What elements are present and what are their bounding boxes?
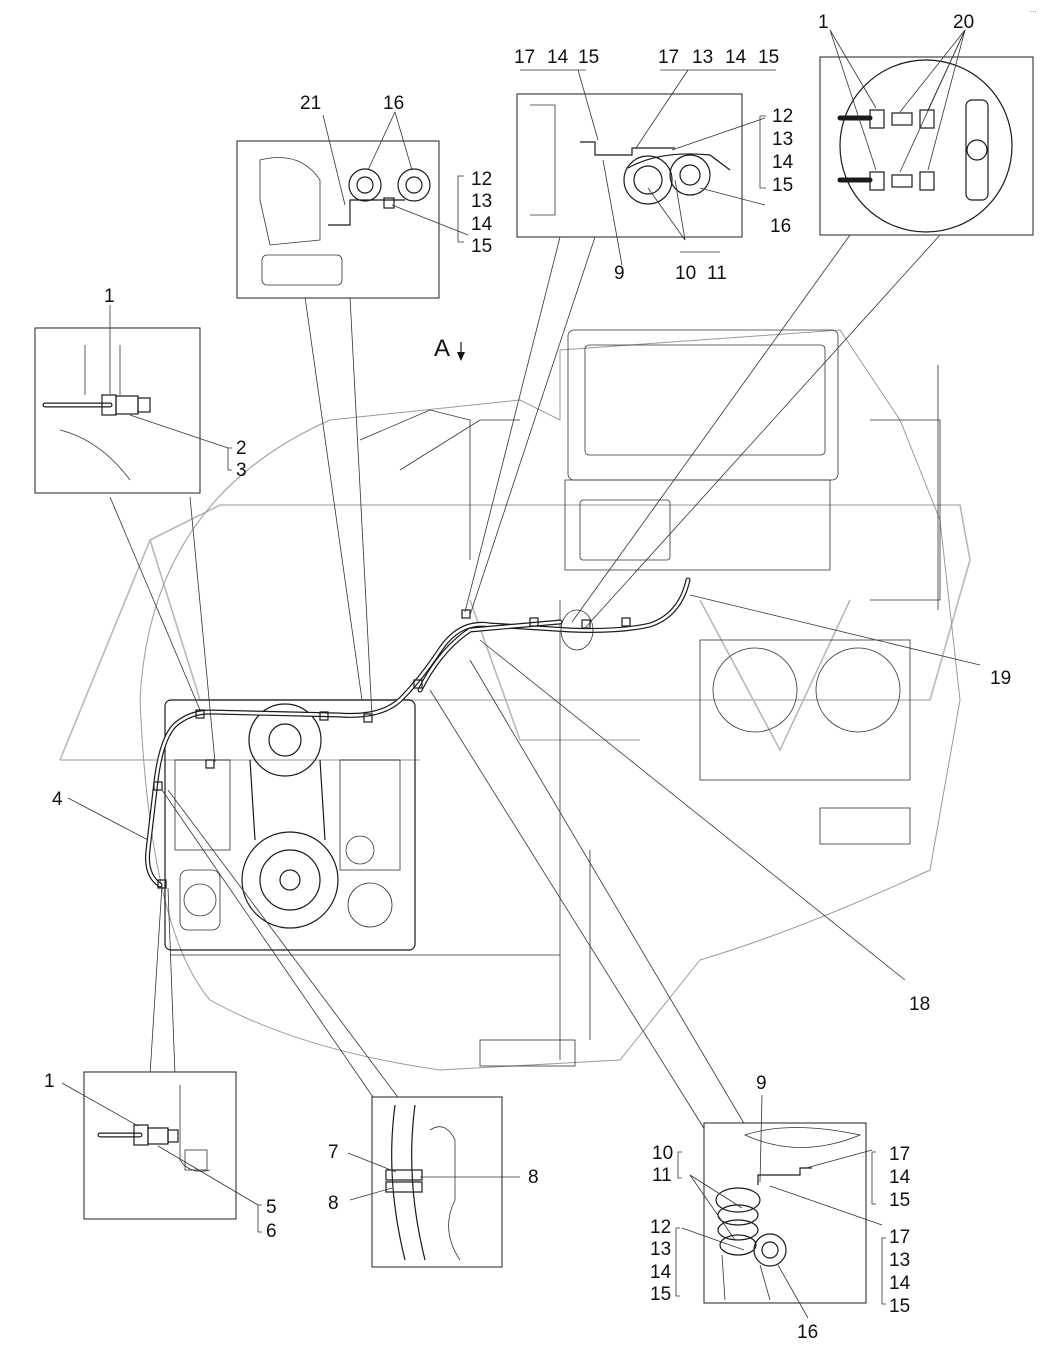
- callout-8a: 8: [528, 1167, 539, 1188]
- callout-11b: 11: [652, 1165, 672, 1186]
- callout-15f: 15: [889, 1190, 910, 1211]
- callout-15c: 15: [772, 175, 793, 196]
- labels: A 1 20 17 14 15 17 13 14 15 12 13 14 15 …: [44, 5, 1037, 1343]
- callout-15b: 15: [758, 47, 779, 68]
- hose-line: [145, 577, 691, 889]
- callout-14d: 14: [471, 214, 493, 235]
- watermark-logo: [59, 504, 971, 761]
- callout-16c: 16: [797, 1322, 818, 1343]
- callout-11a: 11: [707, 263, 727, 284]
- callout-10a: 10: [675, 263, 696, 284]
- engine: [164, 699, 416, 951]
- callout-13e: 13: [889, 1250, 910, 1271]
- callout-16a: 16: [770, 216, 791, 237]
- callout-15g: 15: [889, 1296, 910, 1317]
- callout-6: 6: [266, 1221, 277, 1242]
- view-title: A: [434, 335, 450, 362]
- bracket-ticks: [227, 115, 886, 1305]
- detail-bottom-center: [347, 1096, 520, 1268]
- callout-17c: 17: [889, 1144, 910, 1165]
- callout-16b: 16: [383, 93, 404, 114]
- callout-1-left: 1: [104, 286, 115, 307]
- callout-1-top: 1: [818, 12, 829, 33]
- view-arrow-icon: [457, 342, 465, 361]
- callout-14a: 14: [547, 47, 569, 68]
- callout-9a: 9: [614, 263, 625, 284]
- callout-15a: 15: [578, 47, 599, 68]
- callout-10b: 10: [652, 1143, 673, 1164]
- callout-17d: 17: [889, 1227, 910, 1248]
- detail-top-left: [236, 111, 469, 299]
- callout-5: 5: [266, 1197, 277, 1218]
- callout-12c: 12: [650, 1217, 671, 1238]
- callout-2: 2: [236, 438, 247, 459]
- callout-18: 18: [909, 994, 930, 1015]
- callout-14c: 14: [772, 152, 794, 173]
- callout-13d: 13: [650, 1239, 671, 1260]
- callout-14g: 14: [889, 1273, 911, 1294]
- detail-bottom-right: [681, 1094, 883, 1319]
- callout-17b: 17: [658, 47, 679, 68]
- detail-left: [34, 305, 229, 494]
- leader-lines: [67, 234, 981, 1131]
- callout-19: 19: [990, 668, 1011, 689]
- detail-top-right: [819, 29, 1034, 236]
- callout-20: 20: [953, 12, 974, 33]
- callout-9b: 9: [756, 1073, 767, 1094]
- callout-1-bottom: 1: [44, 1071, 55, 1092]
- callout-7: 7: [328, 1142, 339, 1163]
- callout-13a: 13: [772, 129, 793, 150]
- callout-15e: 15: [650, 1284, 671, 1305]
- callout-17a: 17: [514, 47, 535, 68]
- callout-4: 4: [52, 789, 63, 810]
- callout-12b: 12: [471, 169, 492, 190]
- callout-14f: 14: [889, 1167, 911, 1188]
- callout-3: 3: [236, 460, 247, 481]
- detail-top-center: [516, 69, 776, 266]
- callout-8b: 8: [328, 1193, 339, 1214]
- callout-14e: 14: [650, 1262, 672, 1283]
- callout-14b: 14: [725, 47, 747, 68]
- callout-15d: 15: [471, 236, 492, 257]
- corner-mark: ...: [1030, 5, 1037, 14]
- callout-13b: 13: [692, 47, 713, 68]
- machine-body: [139, 329, 961, 1071]
- callout-13c: 13: [471, 191, 492, 212]
- callout-12a: 12: [772, 106, 793, 127]
- callout-21: 21: [300, 93, 321, 114]
- detail-bottom-left: [61, 1071, 259, 1220]
